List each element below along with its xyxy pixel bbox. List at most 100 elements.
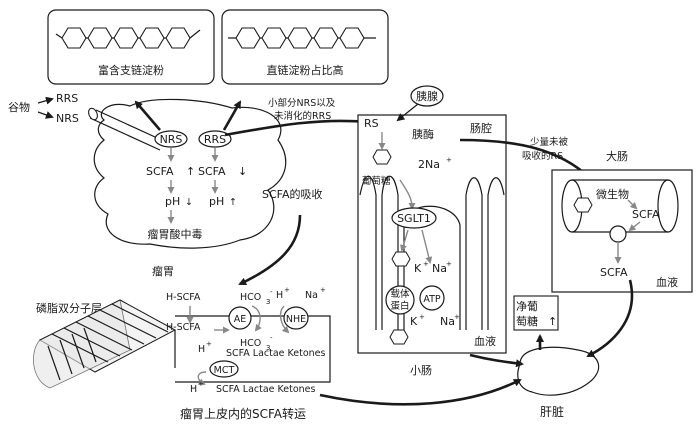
glucose-hex-bottom xyxy=(389,329,409,345)
svg-text:+: + xyxy=(284,286,290,294)
ae-label: AE xyxy=(234,314,247,325)
liver: 肝脏 净葡 萄糖 ↑ xyxy=(513,295,600,419)
flow-to-intestine-line2: 未消化的RRS xyxy=(274,110,331,122)
amylopectin-label: 富含支链淀粉 xyxy=(98,63,164,77)
rumen-scfa-left-up: ↑ xyxy=(186,165,195,178)
amylase-label: 胰酶 xyxy=(412,127,434,141)
intestine-to-liver-arrow xyxy=(469,353,524,368)
colon-glucose-hex xyxy=(573,197,593,213)
amylose-chain xyxy=(228,27,376,49)
small-intestine-title: 小肠 xyxy=(410,364,432,377)
scfa-absorption-arrow xyxy=(238,214,302,286)
h-1: H xyxy=(276,290,283,301)
grain-arrow-nrs xyxy=(37,111,54,119)
amylose-box: 直链淀粉占比高 xyxy=(221,9,389,85)
na2-label: 2Na xyxy=(418,158,440,171)
rumen-nrs-label: NRS xyxy=(160,133,183,146)
svg-text:+: + xyxy=(423,260,429,268)
intestine-rs-label: RS xyxy=(364,117,379,130)
amylose-label: 直链淀粉占比高 xyxy=(267,63,344,77)
ae-transporter xyxy=(228,306,252,330)
rumen-rrs-oval xyxy=(198,130,232,148)
na1-label: Na xyxy=(432,262,447,275)
hco3-1: HCO xyxy=(240,292,261,303)
h-2: H xyxy=(198,344,205,355)
k2-label: K xyxy=(410,315,418,328)
glucose-hex-top xyxy=(372,149,392,165)
epithelium-to-liver-arrow xyxy=(319,378,522,406)
net-glucose-line1: 净葡 xyxy=(516,299,538,313)
rumen-acidosis-label: 瘤胃酸中毒 xyxy=(148,227,203,241)
svg-text:+: + xyxy=(446,260,452,268)
svg-text:-: - xyxy=(270,334,273,342)
svg-text:+: + xyxy=(320,286,326,294)
microbe-label: 微生物 xyxy=(596,187,629,201)
rumen-ph-right: pH xyxy=(209,195,224,208)
colon-blood-label: 血液 xyxy=(656,275,678,289)
sglt1-label: SGLT1 xyxy=(397,212,431,225)
epithelium-caption: 瘤胃上皮内的SCFA转运 xyxy=(180,406,306,421)
hscfa-1: H-SCFA xyxy=(166,292,201,303)
large-intestine: 大肠 微生物 SCFA SCFA 血液 xyxy=(551,149,693,293)
svg-text:+: + xyxy=(419,313,425,321)
rrs-input-label: RRS xyxy=(56,92,78,105)
flow-to-intestine-arrow xyxy=(224,117,370,137)
k1-label: K xyxy=(414,262,422,275)
svg-text:+: + xyxy=(454,313,460,321)
flow-to-colon-line1: 少量未被 xyxy=(530,136,569,148)
atp-label: ATP xyxy=(423,294,441,305)
rumen-nrs-oval xyxy=(154,130,188,148)
glucose-label: 葡萄糖 xyxy=(362,175,391,187)
large-intestine-title: 大肠 xyxy=(606,149,628,163)
carrier-line1: 载体 xyxy=(390,288,410,300)
mct-transporter xyxy=(209,360,239,378)
svg-text:+: + xyxy=(446,156,452,164)
lumen-label: 肠腔 xyxy=(470,121,492,135)
intestine-blood-label: 血液 xyxy=(474,334,496,348)
rumen-title: 瘤胃 xyxy=(152,264,174,278)
rumen-up-arrow-right xyxy=(222,100,242,131)
svg-text:+: + xyxy=(206,340,212,348)
flow-to-intestine-line1: 小部分NRS以及 xyxy=(268,97,336,109)
nrs-input-label: NRS xyxy=(56,112,79,125)
rumen-up-arrow-left xyxy=(134,100,161,131)
rumen-scfa-right-down: ↓ xyxy=(238,165,247,178)
colon-to-liver-arrow xyxy=(586,279,634,358)
rumen: NRS RRS SCFA ↑ SCFA ↓ pH ↓ pH ↑ 瘤胃酸中毒 xyxy=(88,98,287,249)
scfa-absorption-label: SCFA的吸收 xyxy=(262,187,323,201)
scfa-lk-2: SCFA Lactae Ketones xyxy=(216,384,316,395)
atp-pump xyxy=(419,285,445,311)
svg-text:3: 3 xyxy=(266,298,270,306)
colon-scfa-out: SCFA xyxy=(600,266,628,279)
nhe-transporter xyxy=(283,306,309,330)
net-glucose-up: ↑ xyxy=(548,315,557,328)
rumen-epithelium: 磷脂双分子层 H-SCFA H-SCFA HCO 3 - H + Na + AE… xyxy=(33,286,331,395)
na-1: Na xyxy=(305,290,318,301)
h-3: H xyxy=(190,384,197,395)
scfa-lk-1: SCFA Lactae Ketones xyxy=(226,348,326,359)
nhe-label: NHE xyxy=(286,314,306,325)
rumen-ph-right-up: ↑ xyxy=(229,197,237,208)
glucose-hex-mid xyxy=(391,251,411,267)
pancreas-label: 胰腺 xyxy=(416,89,438,103)
rumen-ph-left-down: ↓ xyxy=(185,197,193,208)
hscfa-2: H-SCFA xyxy=(166,322,201,333)
amylopectin-box: 富含支链淀粉 xyxy=(47,9,215,85)
na3-label: Na xyxy=(440,315,455,328)
grain-arrow-rrs xyxy=(37,96,54,105)
liver-label: 肝脏 xyxy=(540,404,564,419)
carrier-line2: 蛋白 xyxy=(390,300,409,312)
net-glucose-line2: 萄糖 xyxy=(516,314,538,328)
svg-text:3: 3 xyxy=(266,344,270,352)
svg-text:-: - xyxy=(270,288,273,296)
carrier-protein xyxy=(385,285,415,315)
sglt1-transporter xyxy=(391,207,437,229)
flow-to-colon-line2: 吸收的RS xyxy=(522,150,563,162)
amylopectin-chain xyxy=(55,27,201,49)
small-intestine: 胰腺 RS 胰酶 肠腔 葡萄糖 2Na + SGLT1 K + Na + 载体 … xyxy=(357,85,507,354)
rumen-rrs-label: RRS xyxy=(204,133,226,146)
svg-text:+: + xyxy=(198,380,204,388)
bilayer-label: 磷脂双分子层 xyxy=(36,301,102,315)
